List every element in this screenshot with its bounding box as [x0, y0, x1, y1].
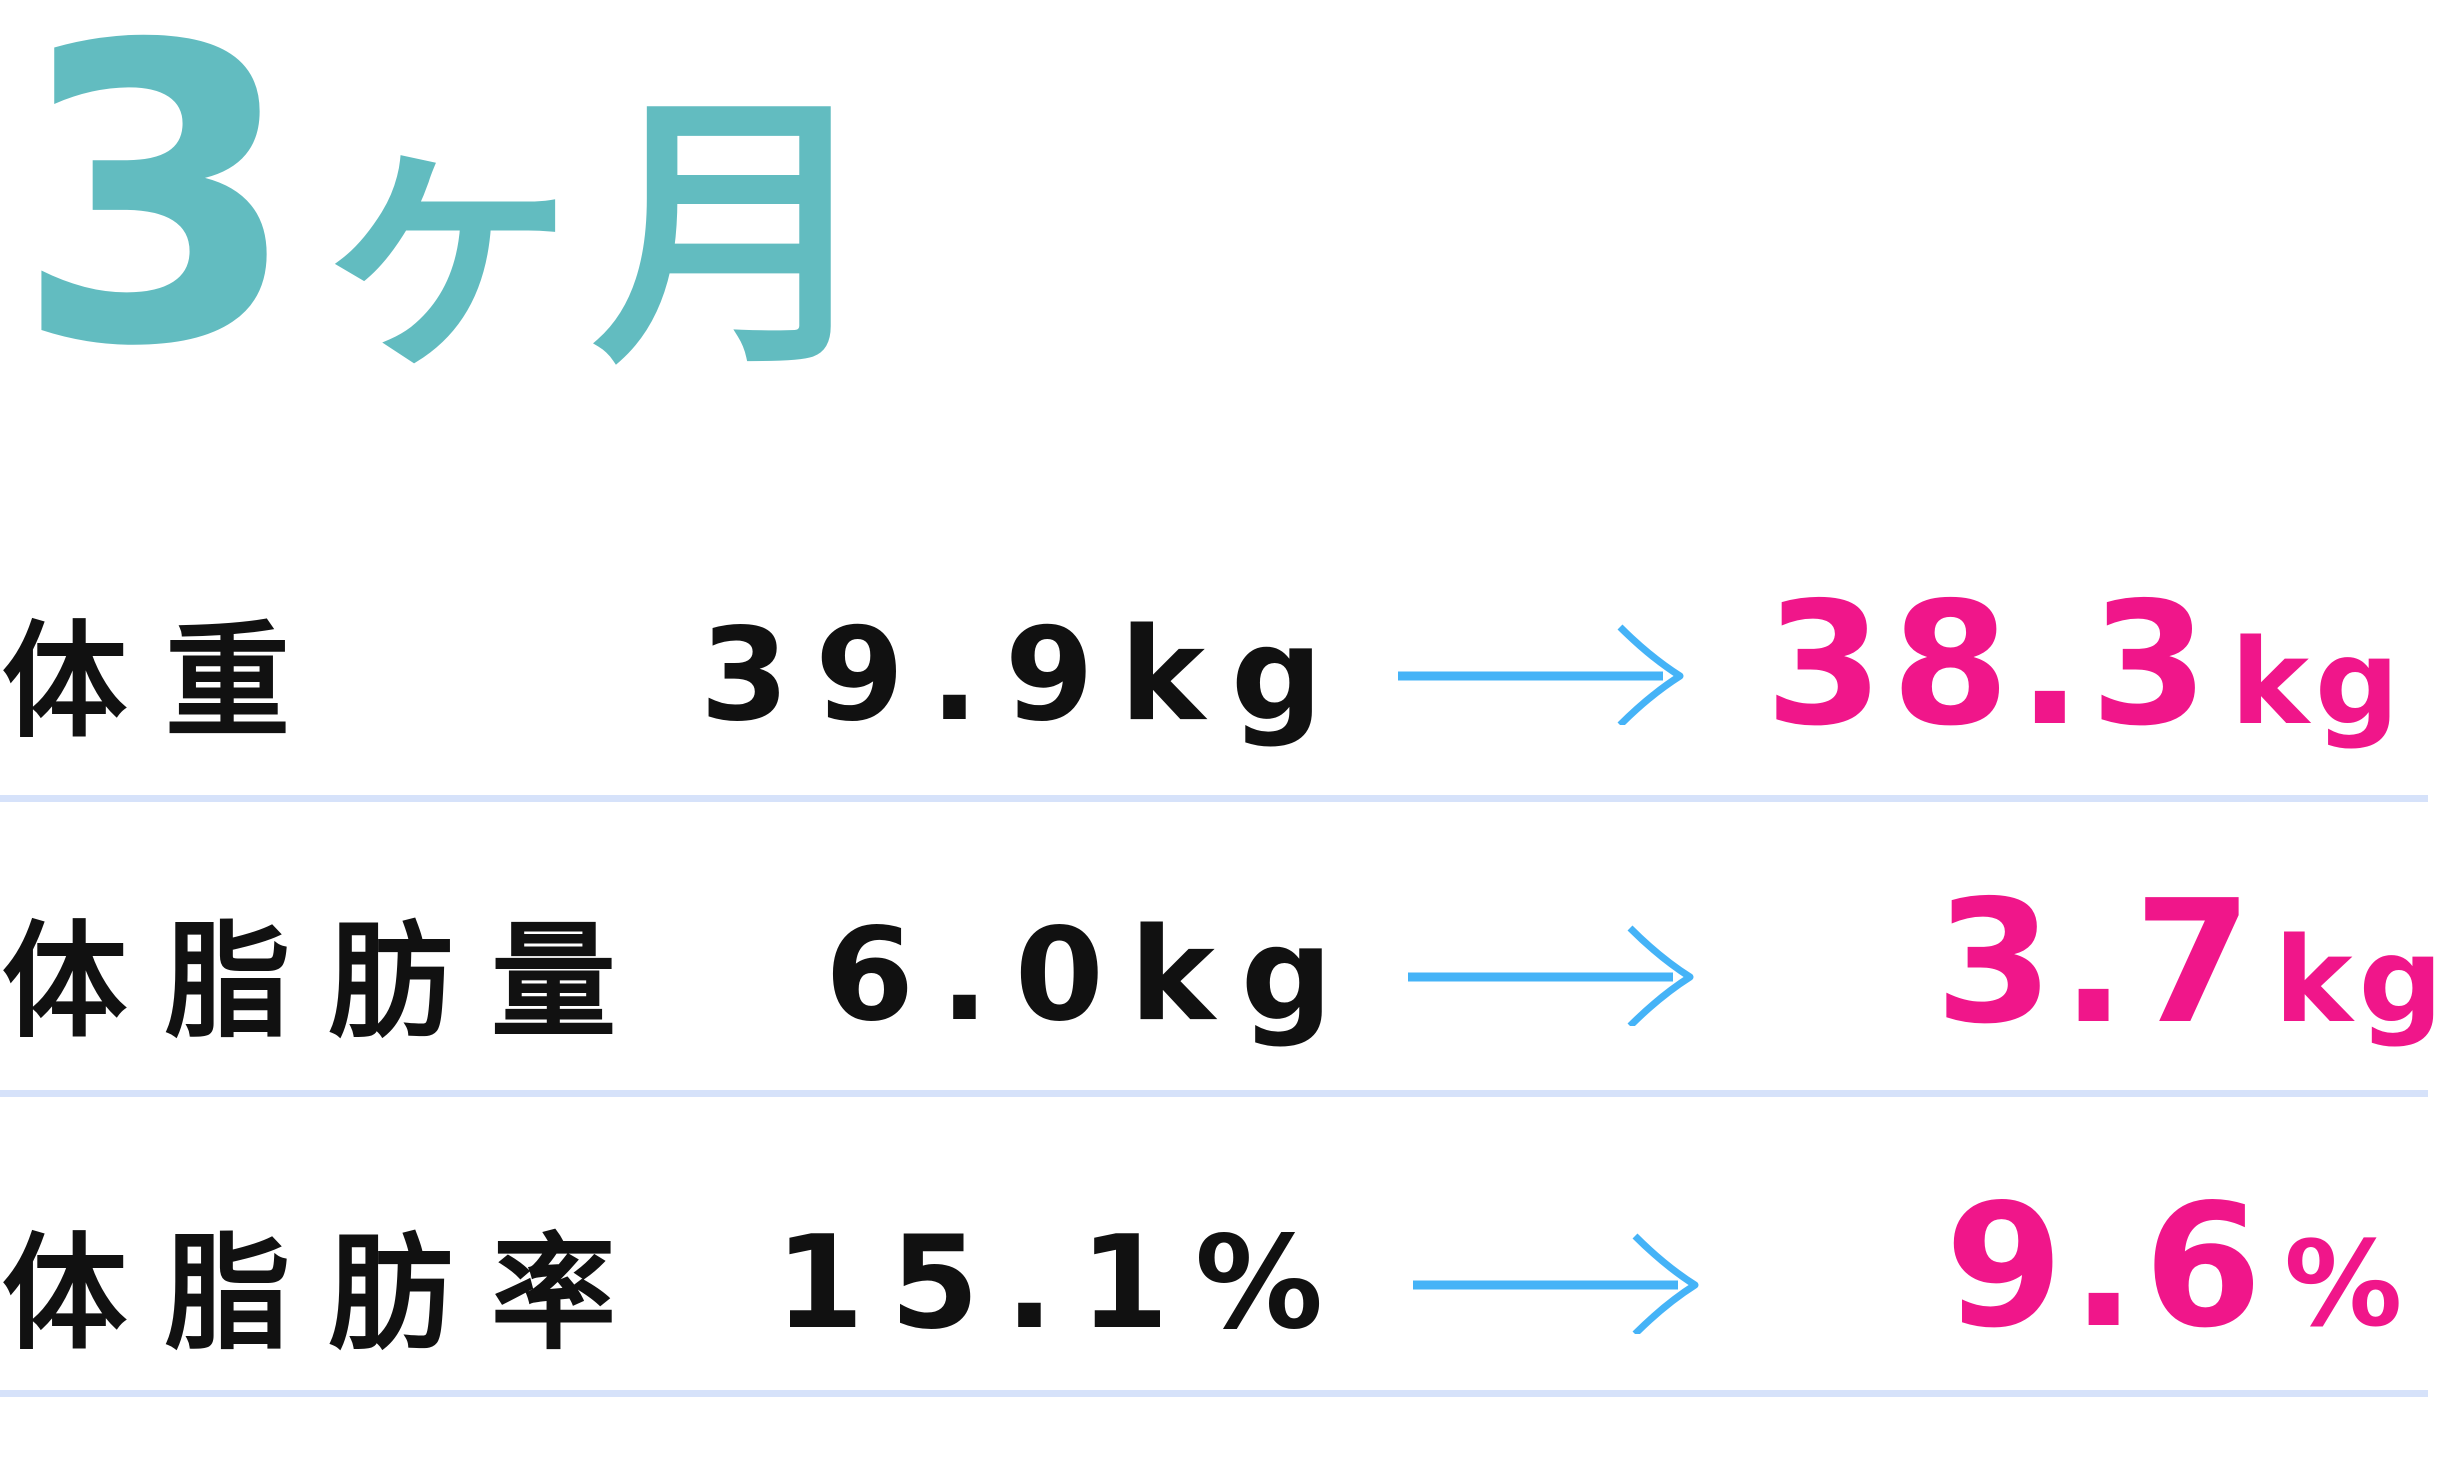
- metric-label: 体脂肪量: [2, 910, 654, 1055]
- right-arrow-icon: [1408, 925, 1694, 1026]
- row-divider: [0, 1390, 2428, 1397]
- right-arrow-icon: [1413, 1233, 1699, 1334]
- after-number: 3.7: [1935, 864, 2261, 1062]
- page-title: 3 ヶ月: [14, 0, 877, 402]
- before-value: 15.1%: [775, 1209, 1350, 1358]
- after-number: 9.6: [1945, 1168, 2271, 1366]
- after-value: 9.6%: [1945, 1182, 2408, 1352]
- row-divider: [0, 1090, 2428, 1097]
- before-value: 39.9kg: [700, 601, 1349, 750]
- before-value: 6.0kg: [825, 901, 1359, 1050]
- after-unit: kg: [2230, 613, 2406, 751]
- metric-label: 体脂肪率: [2, 1222, 654, 1367]
- metric-label: 体重: [2, 610, 328, 755]
- title-unit: ヶ月: [307, 71, 878, 403]
- right-arrow-icon: [1398, 624, 1684, 725]
- title-number: 3: [14, 0, 299, 436]
- metric-row-body-fat-percentage: 体脂肪率 15.1% 9.6%: [0, 1172, 2443, 1472]
- after-number: 38.3: [1765, 566, 2217, 764]
- after-unit: kg: [2274, 911, 2443, 1049]
- row-divider: [0, 795, 2428, 802]
- after-unit: %: [2284, 1215, 2409, 1353]
